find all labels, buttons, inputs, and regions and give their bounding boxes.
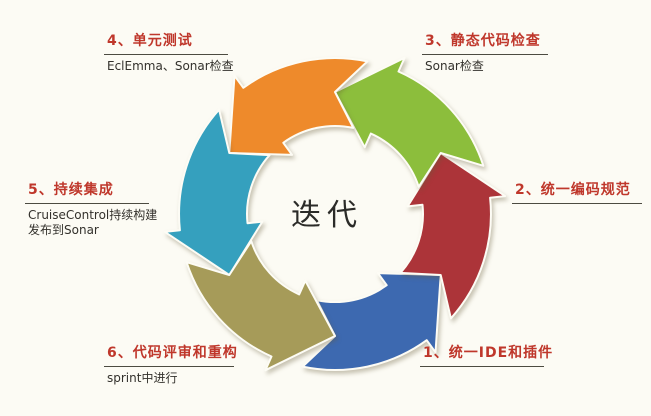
step-subtitle: CruiseControl持续构建 发布到Sonar <box>25 208 158 238</box>
step-title: 2、统一编码规范 <box>515 182 631 198</box>
step-subtitle: Sonar检查 <box>425 59 484 73</box>
arrow-step5-ci <box>163 108 271 276</box>
step-title: 5、持续集成 <box>28 182 114 198</box>
arrow-step2-coding-standard <box>399 152 507 320</box>
label-underline <box>420 366 544 367</box>
step-title: 1、统一IDE和插件 <box>423 345 554 361</box>
step-subtitle: EclEmma、Sonar检查 <box>107 59 234 73</box>
arrow-step6-review <box>185 240 336 372</box>
step-title: 6、代码评审和重构 <box>107 345 238 361</box>
label-underline <box>422 54 548 55</box>
label-step5-ci: 5、持续集成 CruiseControl持续构建 发布到Sonar <box>25 179 158 238</box>
label-underline <box>512 203 642 204</box>
label-step2-coding-standard: 2、统一编码规范 <box>512 179 642 204</box>
step-title: 4、单元测试 <box>107 33 193 49</box>
label-underline <box>25 203 149 204</box>
step-subtitle-line1: CruiseControl持续构建 <box>28 208 158 222</box>
cycle-center-label: 迭代 <box>291 198 363 233</box>
step-subtitle-line2: 发布到Sonar <box>28 223 99 237</box>
label-step6-review: 6、代码评审和重构 sprint中进行 <box>104 342 238 386</box>
arrow-step4-unit-test <box>228 57 369 156</box>
label-step1-unified-ide: 1、统一IDE和插件 <box>420 342 554 367</box>
label-step4-unit-test: 4、单元测试 EclEmma、Sonar检查 <box>104 30 234 74</box>
arrow-step3-static-check <box>334 56 485 188</box>
arrow-step1-unified-ide <box>301 272 442 371</box>
label-underline <box>104 366 234 367</box>
step-subtitle: sprint中进行 <box>107 371 178 385</box>
label-underline <box>104 54 228 55</box>
label-step3-static-check: 3、静态代码检查 Sonar检查 <box>422 30 548 74</box>
step-title: 3、静态代码检查 <box>425 33 541 49</box>
